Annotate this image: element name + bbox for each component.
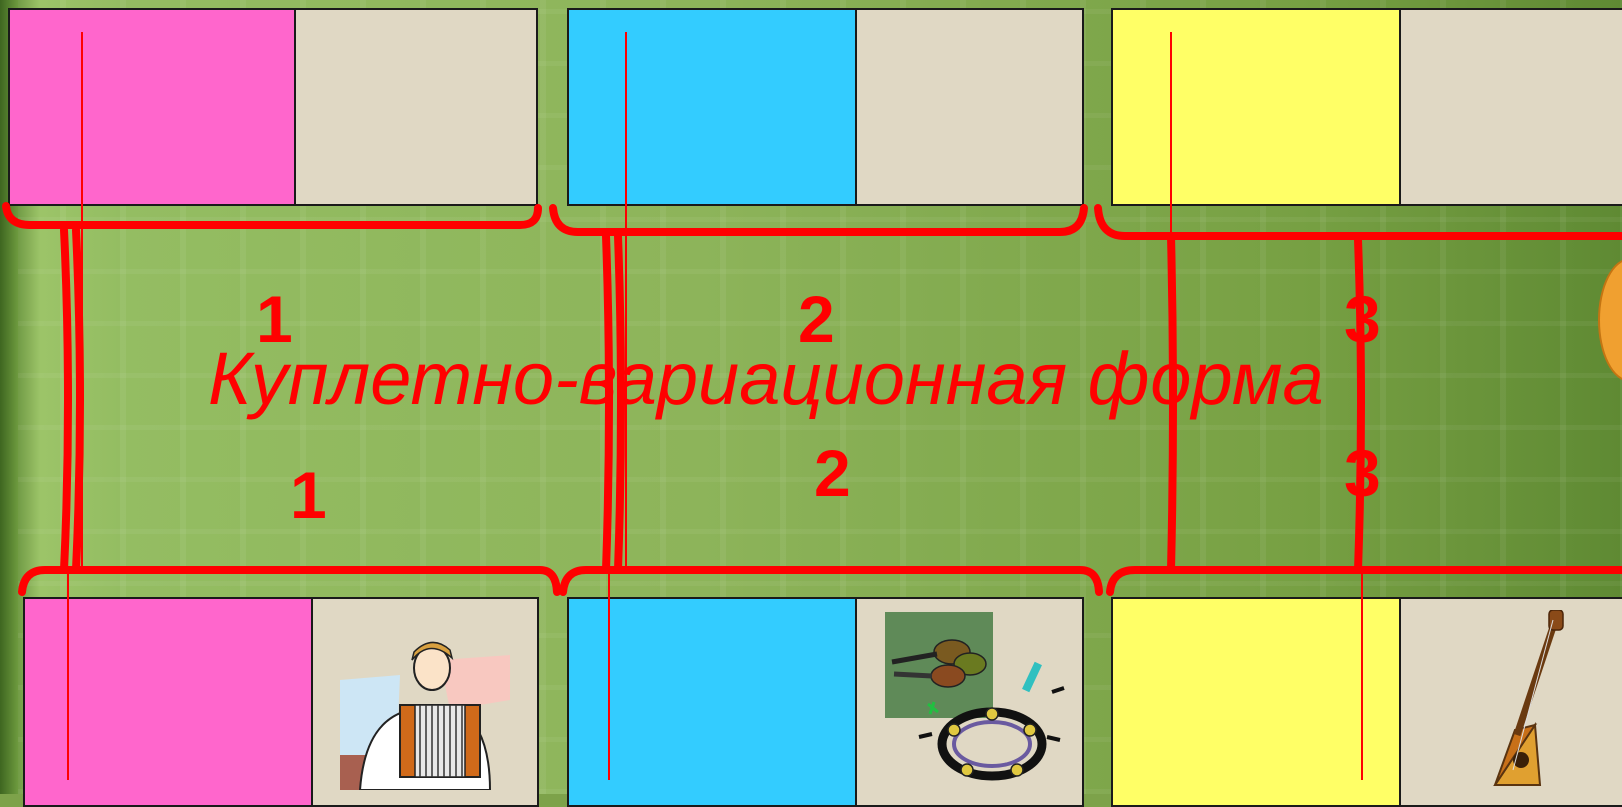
bottom-number-3: 3 [1344,440,1381,506]
top-bracket-3 [1098,208,1622,236]
slide-title: Куплетно-вариационная форма [0,342,1622,416]
top-bracket-2 [553,208,1084,232]
bottom-number-1: 1 [290,462,327,528]
bottom-bracket-3 [1110,570,1622,592]
bottom-number-2: 2 [814,440,851,506]
bottom-bracket-2 [563,570,1099,592]
top-bracket-1 [6,206,538,225]
bottom-bracket-1 [22,570,557,592]
